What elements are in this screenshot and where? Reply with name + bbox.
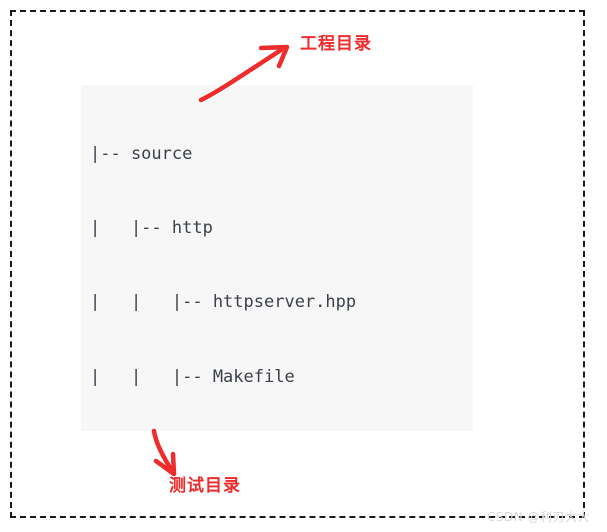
code-block: |-- source | |-- http | | |-- httpserver…: [81, 85, 473, 431]
test-directory-label: 测试目录: [169, 476, 241, 496]
tree-line: |-- source: [90, 143, 193, 164]
tree-line: | | |-- Makefile: [90, 366, 295, 387]
directory-tree-listing: |-- source | |-- http | | |-- httpserver…: [90, 92, 473, 431]
project-directory-label: 工程目录: [300, 34, 372, 54]
tree-line: | |-- http: [90, 217, 213, 238]
csdn-watermark: CSDN @利刃大大: [487, 510, 591, 524]
tree-line: | | |-- httpserver.hpp: [90, 292, 357, 313]
article-dashed-frame: [10, 10, 585, 518]
